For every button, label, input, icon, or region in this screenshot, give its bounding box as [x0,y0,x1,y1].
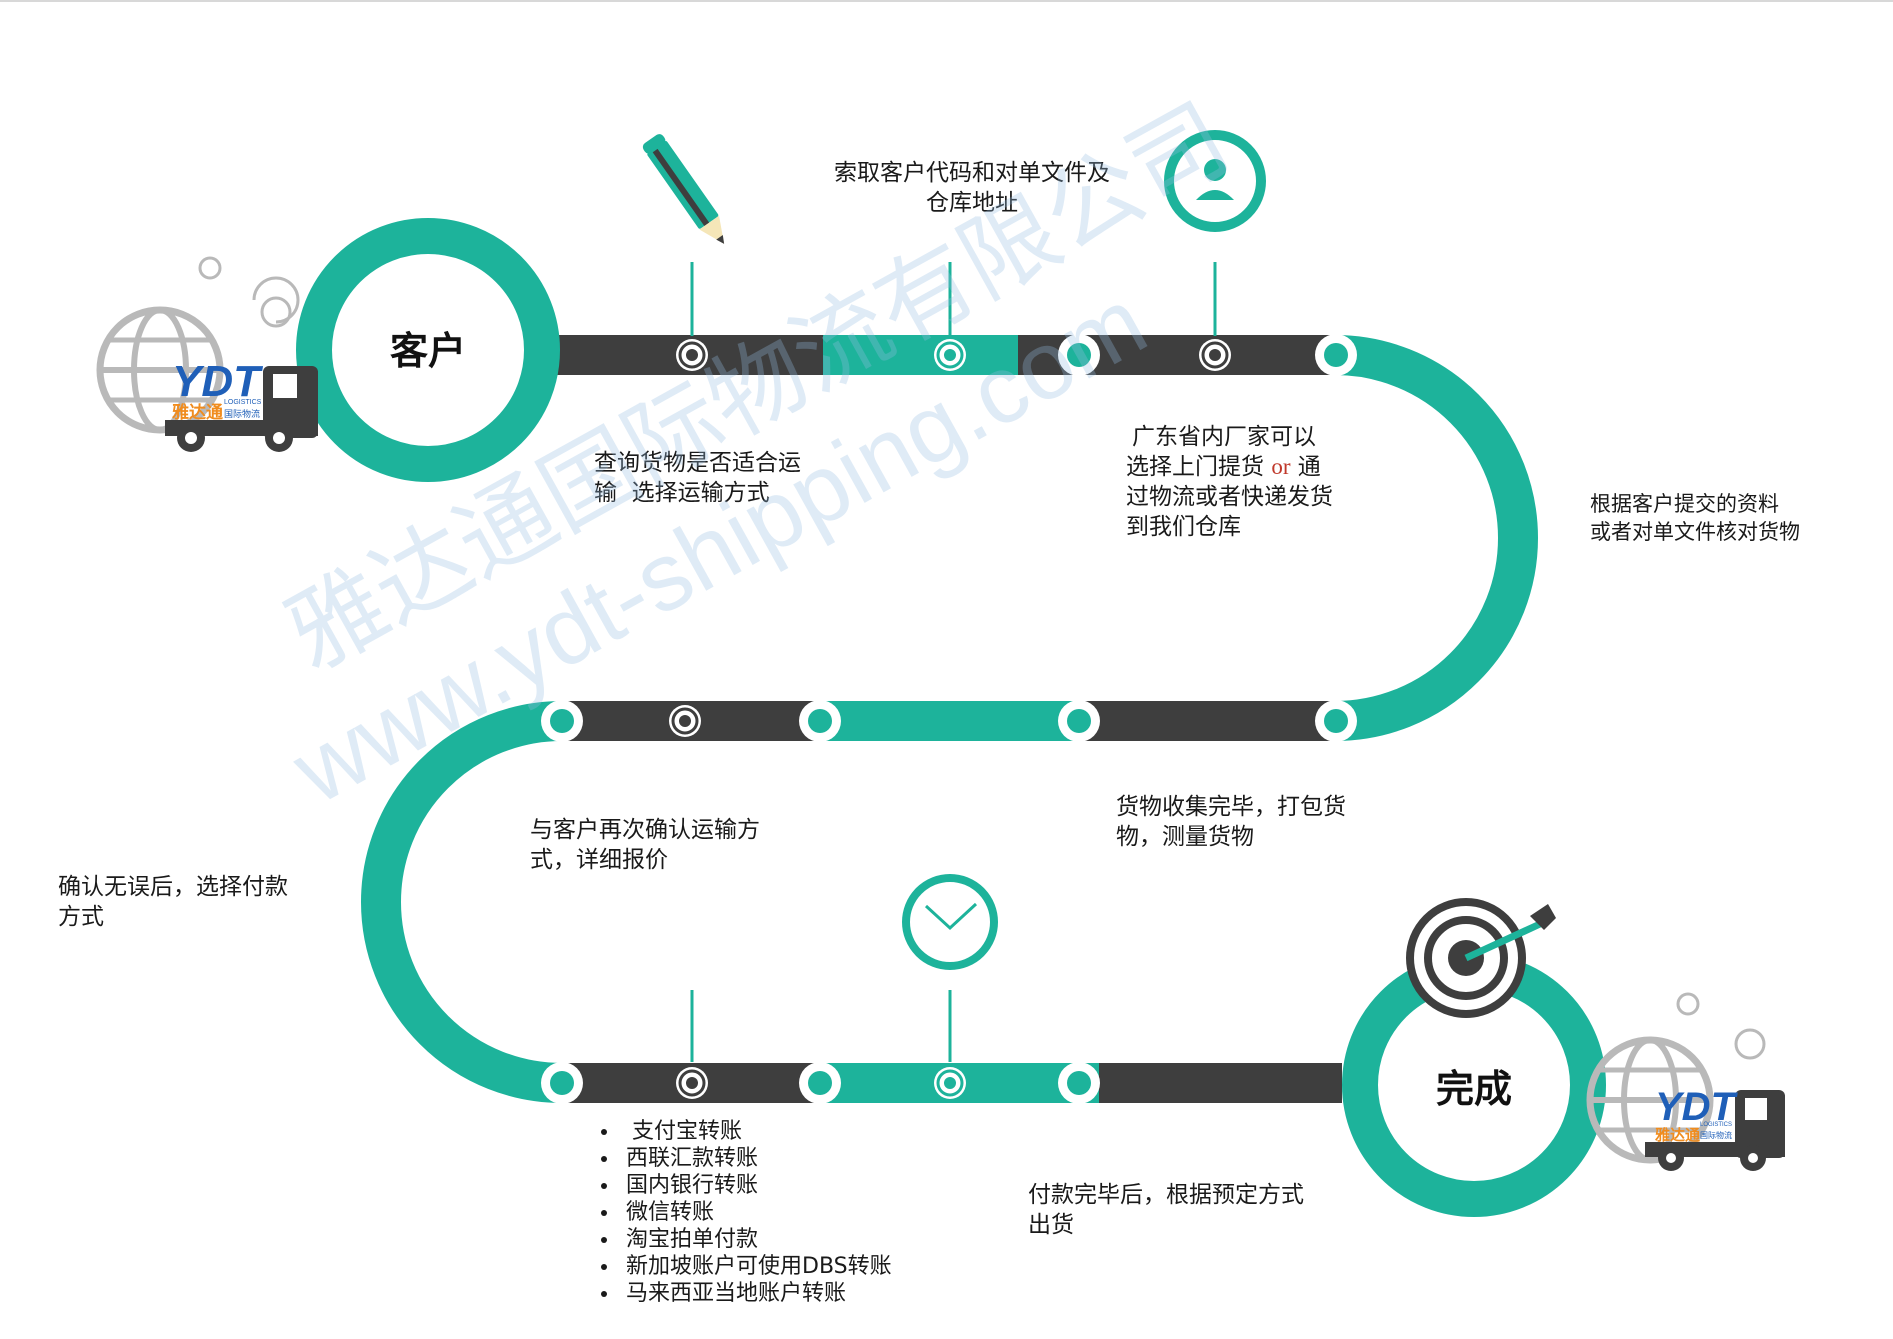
start-ring [296,218,560,482]
payment-method-item: 西联汇款转账 [620,1145,892,1172]
logo-name-cn-right: 雅达通 [1654,1126,1700,1144]
road-curve-left [361,701,563,1103]
step-reconfirm-label: 与客户再次确认运输方 式，详细报价 [530,817,760,873]
payment-method-item: 新加坡账户可使用DBS转账 [620,1253,892,1280]
logo-sub-cn-left: 国际物流 [224,408,260,420]
node-bot-5 [1058,1062,1100,1104]
node-top-2 [934,339,966,371]
payment-method-item: 马来西亚当地账户转账 [620,1280,892,1307]
truck-logo-right [1586,1036,1785,1171]
logo-brand-left: YDT [172,357,263,406]
node-mid-1 [541,700,583,742]
logo-name-en-right: LOGISTICS [1700,1122,1732,1128]
payment-method-item: 淘宝拍单付款 [620,1226,892,1253]
logo-brand-right: YDT [1655,1085,1739,1129]
clock-icon [902,874,998,970]
node-top-5 [1315,334,1357,376]
node-bot-4 [934,1067,966,1099]
payment-method-item: 支付宝转账 [620,1118,892,1145]
user-icon [1164,130,1266,232]
guangdong-line2-b: 通 [1290,454,1321,480]
node-mid-5 [1315,700,1357,742]
finish-label: 完成 [1436,1067,1513,1111]
logo-name-en-left: LOGISTICS [224,399,262,406]
road-segment-middle-teal [823,701,1079,741]
payment-methods-list: 支付宝转账 西联汇款转账 国内银行转账 微信转账 淘宝拍单付款 新加坡账户可使用… [578,1118,892,1307]
node-top-4 [1199,339,1231,371]
node-bot-2 [676,1067,708,1099]
node-bot-1 [541,1062,583,1104]
logo-sub-cn-right: 国际物流 [1700,1130,1732,1140]
or-text: or [1271,454,1291,479]
node-bot-3 [799,1062,841,1104]
step-code-label: 索取客户代码和对单文件及 仓库地址 [834,160,1110,216]
target-icon [1406,898,1556,1018]
top-border [0,0,1893,2]
step-guangdong-label: 广东省内厂家可以 选择上门提货 or 通 过物流或者快递发货 到我们仓库 [1126,424,1333,540]
truck-logo-left [96,306,318,452]
decor-icons-left [198,256,300,328]
step-payment-choose-label: 确认无误后，选择付款 方式 [58,874,288,930]
guangdong-line2-a: 选择上门提货 [1126,454,1272,480]
pencil-icon [642,134,725,244]
logo-name-cn-left: 雅达通 [171,402,223,423]
start-label: 客户 [390,329,467,373]
step-verify-label: 根据客户提交的资料 或者对单文件核对货物 [1590,492,1800,544]
road-curve-right [1334,335,1538,741]
road-segment-top-teal [823,335,1018,375]
step-pack-label: 货物收集完毕，打包货 物，测量货物 [1116,794,1346,850]
node-mid-4 [1058,700,1100,742]
payment-method-item: 微信转账 [620,1199,892,1226]
node-top-1 [676,339,708,371]
step-query-label: 查询货物是否适合运 输 选择运输方式 [594,450,801,506]
node-top-3 [1058,334,1100,376]
node-mid-2 [669,705,701,737]
node-mid-3 [799,700,841,742]
decor-icons-right [1676,992,1766,1060]
step-ship-label: 付款完毕后，根据预定方式 出货 [1028,1182,1304,1238]
payment-method-item: 国内银行转账 [620,1172,892,1199]
